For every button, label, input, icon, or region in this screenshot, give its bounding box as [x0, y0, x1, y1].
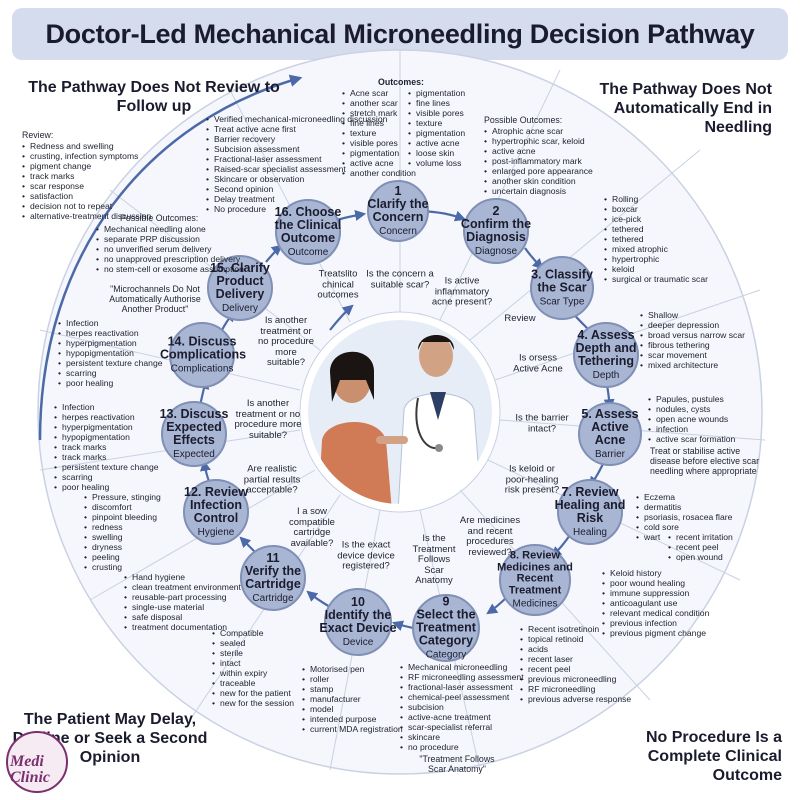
depth-list: Shallowdeeper depressionbroad versus nar… — [640, 310, 745, 370]
question-13: Is another treatment or no procedure mor… — [258, 314, 314, 368]
category-list: Mechanical microneedlingRF microneedling… — [400, 662, 524, 752]
acne-list: Papules, pustulesnodules, cystsopen acne… — [648, 394, 735, 444]
node-3-circle — [530, 256, 594, 320]
delivery-quote: "Microchannels Do Not Automatically Auth… — [109, 284, 201, 314]
node-9-circle — [412, 594, 480, 662]
recent-treatment-list: Recent isotretinointopical retinoidacids… — [520, 624, 631, 704]
hygiene-list: Hand hygieneclean treatment environmentr… — [124, 572, 241, 632]
outcomes-list-col2: pigmentationfine linesvisible porestextu… — [408, 88, 465, 168]
healing-list-2: recent irritationrecent peelopen wound — [668, 532, 733, 562]
node-12-circle — [183, 479, 249, 545]
question-12: Is another treatment or no procedure mor… — [234, 398, 302, 441]
corner-top-right: The Pathway Does Not Automatically End i… — [599, 81, 772, 136]
corner-bottom-right: No Procedure Is a Complete Clinical Outc… — [645, 729, 782, 784]
node-4-circle — [573, 322, 639, 388]
question-11: Are realistic partial results acceptable… — [243, 463, 301, 496]
delivery-list: Mechanical needling aloneseparate PRP di… — [96, 224, 244, 274]
question-3: Review — [504, 312, 536, 324]
acne-note: Treat or stabilise active disease before… — [650, 446, 760, 476]
node-2-circle — [463, 198, 529, 264]
outcomes-label: Outcomes: — [378, 77, 424, 87]
question-6: Is keloid or poor-healing risk present? — [504, 463, 560, 496]
device-list: Motorised penrollerstampmanufacturermode… — [302, 664, 403, 734]
complications-list-14: Infectionherpes reactivationhyperpigment… — [58, 318, 163, 388]
question-2: Is active inflammatory acne present? — [431, 275, 493, 308]
question-14: Treatslito chinical outcomes — [317, 268, 359, 301]
expected-effects-list: Pressure, stingingdiscomfortpinpoint ble… — [84, 492, 161, 572]
category-quote: "Treatment Follows Scar Anatomy" — [419, 754, 495, 774]
question-7: Are medicines and recent procedures revi… — [459, 515, 521, 558]
node-14-circle — [169, 322, 235, 388]
scar-type-list: Rollingboxcarice-picktetheredtetheredmix… — [604, 194, 708, 284]
review-label: Review: — [22, 130, 54, 140]
delivery-label: Possible Outcomes: — [120, 213, 199, 223]
review-list: Redness and swellingcrusting, infection … — [22, 141, 151, 221]
question-5: Is the barrier intact? — [515, 412, 569, 434]
node-circles — [161, 180, 642, 662]
corner-bottom-left: The Patient May Delay, Decline or Seek a… — [12, 711, 208, 766]
possible-outcomes-label: Possible Outcomes: — [484, 115, 563, 125]
medi-clinic-logo-icon — [6, 731, 68, 793]
node-13-circle — [161, 401, 227, 467]
page-title: Doctor-Led Mechanical Microneedling Deci… — [45, 18, 755, 49]
healing-list: Eczemadermatitispsoriasis, rosacea flare… — [636, 492, 732, 542]
possible-outcomes-list: Atrophic acne scarhypertrophic scar, kel… — [484, 126, 593, 196]
question-4: Is orsess Active Acne — [513, 352, 563, 374]
node-7-circle — [557, 479, 623, 545]
node-11-circle — [240, 545, 306, 611]
node-5-circle — [578, 402, 642, 466]
corner-top-left: The Pathway Does Not Review to Follow up — [28, 79, 280, 115]
question-1: Is the concern a suitable scar? — [366, 268, 434, 290]
cartridge-list: Compatiblesealedsterileintactwithin expi… — [212, 628, 294, 708]
node-8-circle — [499, 544, 571, 616]
question-9: Is the exact device device registered? — [337, 539, 395, 572]
question-10: I a sow compatible cartridge available? — [289, 506, 335, 549]
outcome-list-16: Verified mechanical-microneedling discus… — [206, 114, 387, 214]
question-8: Is the Treatment Follows Scar Anatomy — [412, 532, 456, 586]
complications-list-13: Infectionherpes reactivationhyperpigment… — [54, 402, 159, 492]
node-10-circle — [324, 588, 392, 656]
